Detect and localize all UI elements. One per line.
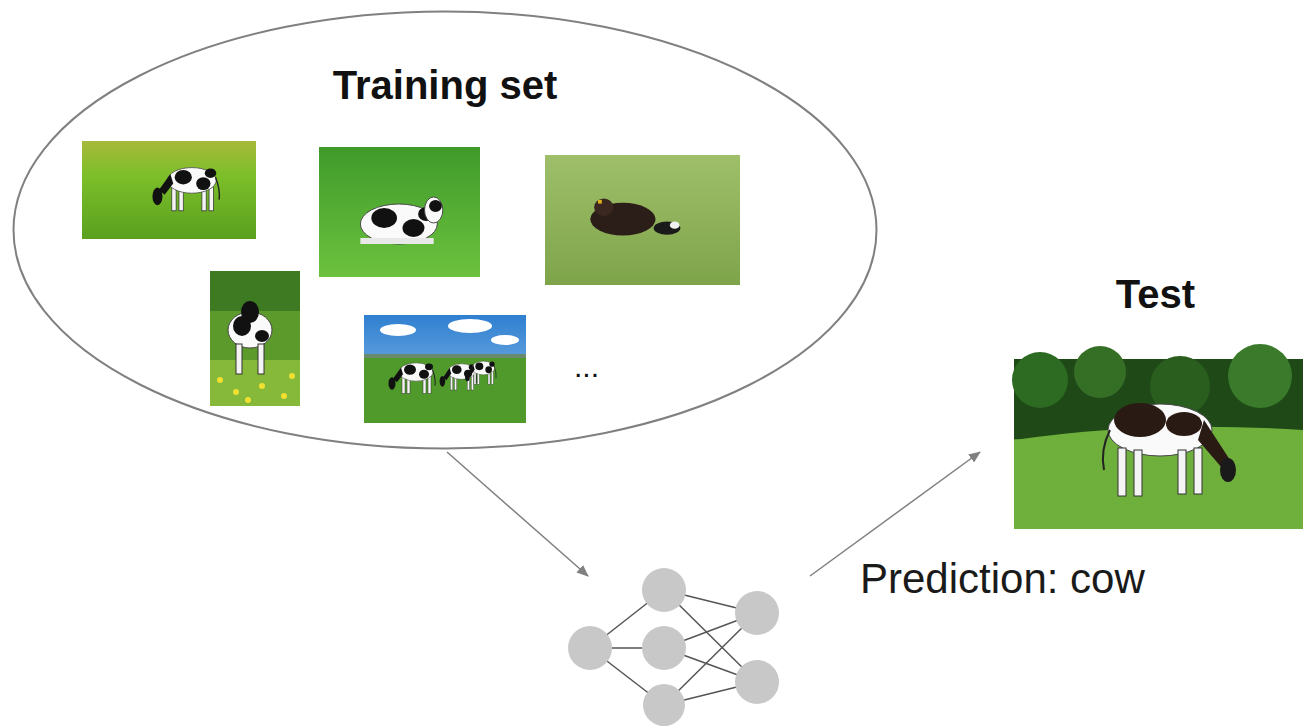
training-photo: [319, 147, 480, 277]
flow-arrow: [447, 452, 588, 576]
test-image-box: Test: [1014, 359, 1303, 529]
network-neurons: [568, 568, 779, 726]
ellipsis: ...: [574, 350, 599, 385]
training-set-ellipse: Training set...: [12, 10, 878, 450]
training-photo: [364, 315, 526, 423]
prediction-label: Prediction: cow: [860, 555, 1145, 603]
training-photo: [210, 271, 300, 406]
test-photo: [1012, 344, 1303, 529]
test-heading: Test: [1011, 271, 1300, 317]
training-photo: [545, 155, 740, 285]
training-photo: [82, 141, 256, 239]
set-title: Training set: [12, 62, 878, 108]
